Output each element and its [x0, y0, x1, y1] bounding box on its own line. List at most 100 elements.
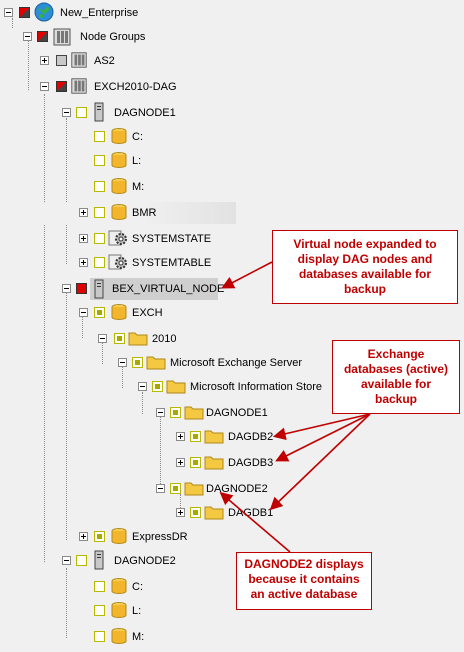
collapse-toggle[interactable]: [62, 284, 71, 293]
server-group-icon: [70, 77, 88, 98]
tree-node-drive[interactable]: M:: [0, 626, 160, 648]
selection-checkbox[interactable]: [170, 407, 181, 418]
server-group-icon: [52, 27, 72, 50]
selection-checkbox[interactable]: [94, 605, 105, 616]
selection-checkbox[interactable]: [152, 381, 163, 392]
tree-node-label: BEX_VIRTUAL_NODE: [112, 283, 225, 295]
tree-node-systemtable[interactable]: SYSTEMTABLE: [0, 252, 220, 274]
tree-node-label: M:: [132, 631, 145, 643]
collapse-toggle[interactable]: [79, 308, 88, 317]
tree-node-label: L:: [132, 155, 142, 167]
tree-node-database[interactable]: DAGDB2: [0, 426, 280, 448]
tree-node-label: C:: [132, 581, 143, 593]
expand-toggle[interactable]: [79, 258, 88, 267]
collapse-toggle[interactable]: [118, 358, 127, 367]
selection-checkbox[interactable]: [94, 155, 105, 166]
tree-node-label: Microsoft Exchange Server: [170, 357, 303, 369]
tree-node-label: C:: [132, 131, 143, 143]
tree-node-database[interactable]: DAGDB1: [0, 502, 280, 524]
collapse-toggle[interactable]: [156, 484, 165, 493]
selection-checkbox[interactable]: [56, 55, 67, 66]
selection-checkbox[interactable]: [94, 181, 105, 192]
collapse-toggle[interactable]: [4, 8, 13, 17]
expand-toggle[interactable]: [40, 56, 49, 65]
tree-node-exchange-server[interactable]: Microsoft Exchange Server: [0, 352, 340, 374]
tree-node-drive[interactable]: C:: [0, 576, 160, 598]
tree-node-drive[interactable]: L:: [0, 600, 160, 622]
selection-checkbox[interactable]: [37, 31, 48, 42]
collapse-toggle[interactable]: [23, 32, 32, 41]
tree-node-drive[interactable]: M:: [0, 176, 160, 198]
drive-icon: [110, 127, 128, 148]
arrow-to-dagdb1: [269, 413, 371, 511]
tree-node-information-store[interactable]: Microsoft Information Store: [0, 376, 360, 398]
drive-icon: [110, 601, 128, 622]
tree-node-root[interactable]: New_Enterprise: [0, 2, 180, 24]
tree-node-node-groups[interactable]: Node Groups: [0, 26, 180, 48]
expand-toggle[interactable]: [79, 532, 88, 541]
tree-node-drive[interactable]: L:: [0, 150, 160, 172]
tree-node-2010[interactable]: 2010: [0, 328, 200, 350]
selection-checkbox[interactable]: [190, 431, 201, 442]
folder-icon: [184, 480, 204, 499]
selection-checkbox[interactable]: [94, 531, 105, 542]
selection-checkbox[interactable]: [76, 283, 87, 294]
tree-node-bmr[interactable]: BMR: [0, 202, 236, 224]
tree-node-as2[interactable]: AS2: [0, 50, 180, 72]
collapse-toggle[interactable]: [98, 334, 107, 343]
collapse-toggle[interactable]: [156, 408, 165, 417]
collapse-toggle[interactable]: [62, 556, 71, 565]
folder-icon: [204, 428, 224, 447]
tree-node-dagnode1[interactable]: DAGNODE1: [0, 102, 200, 124]
server-icon: [94, 279, 104, 302]
expand-toggle[interactable]: [176, 508, 185, 517]
drive-icon: [110, 151, 128, 172]
tree-node-exch[interactable]: EXCH: [0, 302, 180, 324]
folder-icon: [128, 330, 148, 349]
tree-node-database[interactable]: DAGDB3: [0, 452, 280, 474]
selection-checkbox[interactable]: [190, 457, 201, 468]
tree-node-label: EXCH: [132, 307, 163, 319]
tree-node-expressdr[interactable]: ExpressDR: [0, 526, 200, 548]
tree-node-label: ExpressDR: [132, 531, 188, 543]
selection-checkbox[interactable]: [56, 81, 67, 92]
selection-checkbox[interactable]: [19, 7, 30, 18]
expand-toggle[interactable]: [79, 208, 88, 217]
tree-node-label: Node Groups: [80, 31, 146, 43]
selection-checkbox[interactable]: [76, 555, 87, 566]
selection-checkbox[interactable]: [170, 483, 181, 494]
selection-checkbox[interactable]: [132, 357, 143, 368]
selection-checkbox[interactable]: [114, 333, 125, 344]
drive-icon: [110, 577, 128, 598]
collapse-toggle[interactable]: [62, 108, 71, 117]
selection-checkbox[interactable]: [190, 507, 201, 518]
selection-checkbox[interactable]: [94, 131, 105, 142]
tree-node-virtual-dagnode1[interactable]: DAGNODE1: [0, 402, 300, 424]
tree-node-systemstate[interactable]: SYSTEMSTATE: [0, 228, 220, 250]
gear-icon: [108, 228, 128, 251]
arrow-to-dagnode2: [219, 491, 291, 553]
tree-node-label: AS2: [94, 55, 115, 67]
selection-checkbox[interactable]: [94, 631, 105, 642]
collapse-toggle[interactable]: [138, 382, 147, 391]
expand-toggle[interactable]: [176, 432, 185, 441]
arrow-to-virtual-node: [221, 261, 273, 289]
selection-checkbox[interactable]: [94, 581, 105, 592]
selection-checkbox[interactable]: [94, 233, 105, 244]
folder-icon: [204, 504, 224, 523]
tree-node-virtual-node[interactable]: BEX_VIRTUAL_NODE: [0, 278, 224, 300]
selection-checkbox[interactable]: [94, 207, 105, 218]
expand-toggle[interactable]: [79, 234, 88, 243]
selection-checkbox[interactable]: [94, 307, 105, 318]
tree-node-label: SYSTEMSTATE: [132, 233, 212, 245]
selection-checkbox[interactable]: [94, 257, 105, 268]
collapse-toggle[interactable]: [40, 82, 49, 91]
tree-node-drive[interactable]: C:: [0, 126, 160, 148]
folder-icon: [204, 454, 224, 473]
tree-node-dagnode2[interactable]: DAGNODE2: [0, 550, 200, 572]
selection-checkbox[interactable]: [76, 107, 87, 118]
expand-toggle[interactable]: [176, 458, 185, 467]
tree-node-exch2010-dag[interactable]: EXCH2010-DAG: [0, 76, 200, 98]
tree-node-label: SYSTEMTABLE: [132, 257, 212, 269]
